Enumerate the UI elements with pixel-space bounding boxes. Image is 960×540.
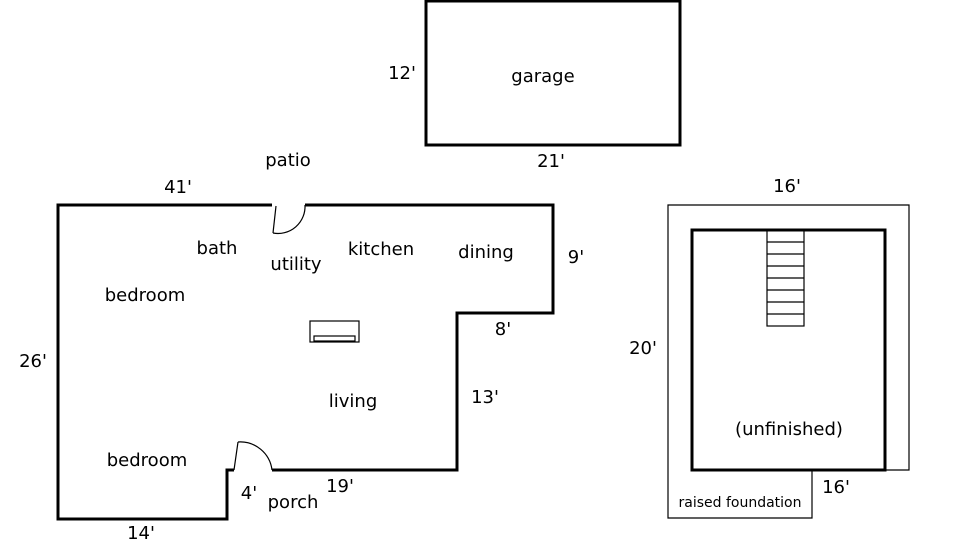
garage: garage 12' 21'	[388, 0, 682, 172]
garage-label: garage	[511, 66, 574, 87]
step-dimension: 8'	[495, 319, 511, 340]
patio-door	[272, 204, 306, 235]
basement-left-dimension: 20'	[629, 338, 657, 359]
living-label: living	[329, 391, 378, 412]
house-walls-west	[56, 203, 272, 521]
top-dimension: 41'	[164, 177, 192, 198]
garage-walls	[424, 0, 682, 147]
fireplace-outer	[309, 320, 360, 343]
stair-treads	[767, 241, 804, 315]
patio-door-swing	[272, 204, 306, 235]
right-lower-dimension: 13'	[471, 387, 499, 408]
garage-width-dimension: 21'	[537, 151, 565, 172]
fireplace-hearth	[313, 335, 356, 342]
house: patio bath utility kitchen dining bedroo…	[19, 150, 584, 540]
fireplace-icon	[309, 320, 360, 343]
basement: (unfinished) raised foundation 16' 20' 1…	[629, 176, 910, 519]
porch-door-swing	[237, 441, 273, 471]
raised-foundation-label: raised foundation	[679, 495, 802, 511]
dining-label: dining	[458, 242, 514, 263]
bedroom-label: bedroom	[107, 450, 188, 471]
house-walls-east	[272, 203, 555, 472]
porch-door	[233, 441, 273, 471]
bedroom-label: bedroom	[105, 285, 186, 306]
basement-bottom-dimension: 16'	[822, 477, 850, 498]
patio-door-leaf	[272, 205, 277, 234]
unfinished-label: (unfinished)	[735, 419, 843, 440]
porch-label: porch	[268, 492, 319, 513]
basement-top-dimension: 16'	[773, 176, 801, 197]
porch-side-dimension: 4'	[241, 483, 257, 504]
porch-door-leaf	[233, 441, 239, 471]
left-dimension: 26'	[19, 351, 47, 372]
stairs-icon	[766, 229, 805, 327]
bottom-dimension: 14'	[127, 523, 155, 540]
bath-label: bath	[197, 238, 238, 259]
patio-label: patio	[265, 150, 311, 171]
garage-height-dimension: 12'	[388, 63, 416, 84]
porch-bottom-dimension: 19'	[326, 476, 354, 497]
utility-label: utility	[270, 254, 322, 275]
kitchen-label: kitchen	[348, 239, 414, 260]
right-upper-dimension: 9'	[568, 247, 584, 268]
